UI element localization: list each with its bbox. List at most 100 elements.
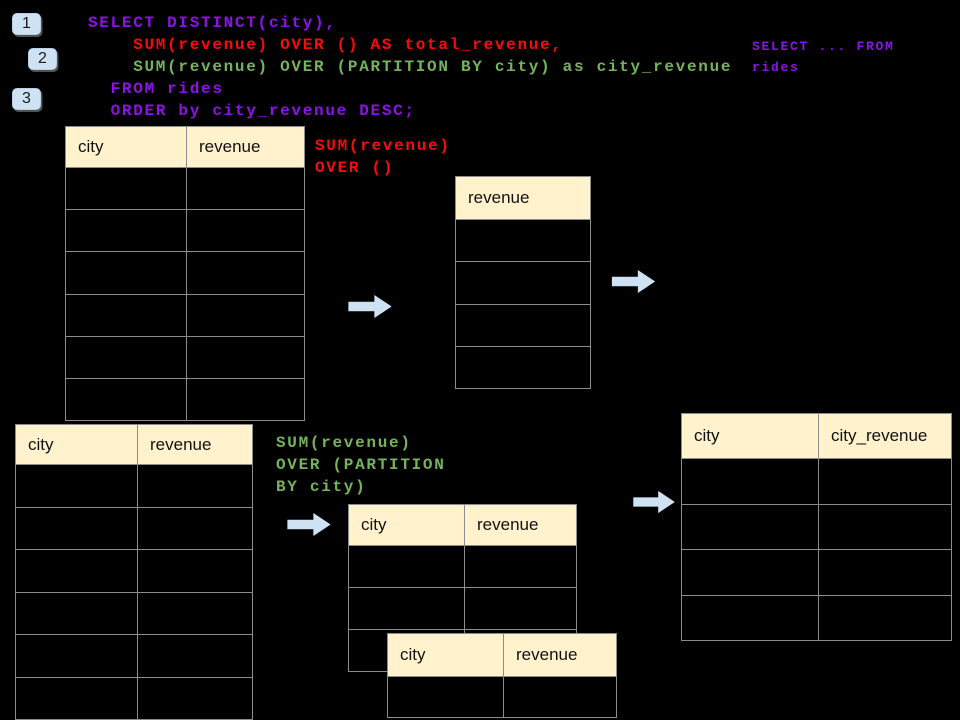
table-cell	[66, 168, 186, 209]
sql-line: SELECT DISTINCT(city),	[88, 14, 337, 32]
table-cell	[456, 305, 590, 346]
table-row	[66, 335, 304, 378]
label-sum-over-all: SUM(revenue) OVER ()	[315, 135, 451, 179]
table-cell	[186, 252, 304, 294]
table-rides-partition-input: city revenue	[15, 424, 253, 720]
table-cell	[818, 504, 951, 549]
table-cell	[682, 550, 818, 595]
step-badge-label: 1	[22, 15, 31, 32]
table-cell	[16, 465, 137, 507]
table-row	[456, 303, 590, 346]
sql-line: SUM(revenue) OVER (PARTITION BY city) as…	[88, 58, 733, 76]
table-cell	[186, 336, 304, 378]
column-header-revenue: revenue	[186, 127, 304, 167]
column-header-revenue: revenue	[464, 505, 576, 545]
table-cell	[456, 262, 590, 303]
table-partition-group-front: city revenue	[387, 633, 617, 718]
table-cell	[137, 635, 252, 677]
table-row	[66, 293, 304, 336]
table-cell	[137, 465, 252, 507]
sql-line: rides	[752, 60, 800, 75]
table-cell	[186, 294, 304, 336]
label-line: OVER (PARTITION	[276, 456, 446, 474]
table-cell	[66, 210, 186, 251]
table-row	[682, 549, 951, 595]
table-row	[682, 458, 951, 504]
column-header-revenue: revenue	[503, 634, 616, 676]
table-cell	[186, 378, 304, 421]
label-sum-partition: SUM(revenue) OVER (PARTITION BY city)	[276, 432, 446, 498]
table-cell	[66, 252, 186, 293]
step-badge-label: 2	[38, 50, 47, 67]
step-badge-label: 3	[22, 90, 31, 107]
column-header-city: city	[361, 515, 387, 534]
table-cell	[137, 592, 252, 634]
table-row	[66, 377, 304, 421]
table-header-row: city revenue	[66, 127, 304, 167]
table-row	[349, 545, 576, 587]
table-cell	[66, 295, 186, 336]
table-cell	[137, 507, 252, 549]
table-total-revenue: revenue	[455, 176, 591, 390]
label-line: OVER ()	[315, 159, 395, 177]
arrow-right-icon	[287, 512, 332, 537]
table-cell	[464, 588, 576, 629]
table-cell	[388, 677, 503, 717]
label-line: SUM(revenue)	[276, 434, 412, 452]
label-line: SUM(revenue)	[315, 137, 451, 155]
table-cell	[16, 593, 137, 635]
table-cell	[16, 550, 137, 592]
column-header-revenue: revenue	[137, 425, 252, 464]
table-cell	[16, 508, 137, 550]
table-header-row: city revenue	[16, 425, 252, 464]
column-header-city-revenue: city_revenue	[818, 414, 951, 458]
table-row	[456, 261, 590, 303]
table-row	[16, 549, 252, 592]
table-row	[66, 251, 304, 294]
table-row	[66, 209, 304, 252]
table-header-row: city city_revenue	[682, 414, 951, 458]
table-result-city-revenue: city city_revenue	[681, 413, 952, 641]
table-row	[16, 591, 252, 635]
table-cell	[682, 596, 818, 641]
step-badge-3: 3	[12, 88, 41, 110]
table-cell	[464, 546, 576, 587]
table-cell	[682, 505, 818, 550]
table-cell	[456, 220, 590, 261]
sql-line: ORDER by city_revenue DESC;	[88, 102, 416, 120]
arrow-right-icon	[611, 269, 657, 294]
table-cell	[349, 588, 464, 629]
sql-code-block: SELECT DISTINCT(city), SUM(revenue) OVER…	[88, 12, 732, 122]
table-cell	[349, 546, 464, 587]
table-cell	[137, 550, 252, 592]
table-cell	[456, 347, 590, 388]
table-rides: city revenue	[65, 126, 305, 422]
table-cell	[818, 595, 951, 640]
table-row	[388, 676, 616, 717]
step-badge-1: 1	[12, 13, 41, 35]
table-header-row: revenue	[456, 177, 590, 219]
table-row	[456, 345, 590, 388]
table-row	[456, 219, 590, 261]
column-header-revenue: revenue	[468, 188, 530, 207]
table-cell	[682, 459, 818, 504]
arrow-right-icon	[632, 490, 677, 514]
table-cell	[66, 379, 186, 420]
label-line: BY city)	[276, 478, 367, 496]
table-cell	[818, 459, 951, 504]
table-cell	[186, 210, 304, 252]
table-header-row: city revenue	[388, 634, 616, 676]
column-header-city: city	[28, 434, 54, 454]
sql-line: SELECT ... FROM	[752, 39, 895, 54]
table-row	[16, 506, 252, 550]
column-header-city: city	[400, 645, 426, 664]
table-cell	[66, 337, 186, 378]
sql-line: FROM rides	[88, 80, 224, 98]
table-row	[682, 503, 951, 550]
table-partition-group-back: city revenue	[348, 504, 577, 672]
table-row	[16, 676, 252, 719]
column-header-city: city	[78, 137, 104, 156]
table-cell	[16, 635, 137, 677]
step-badge-2: 2	[28, 48, 57, 70]
